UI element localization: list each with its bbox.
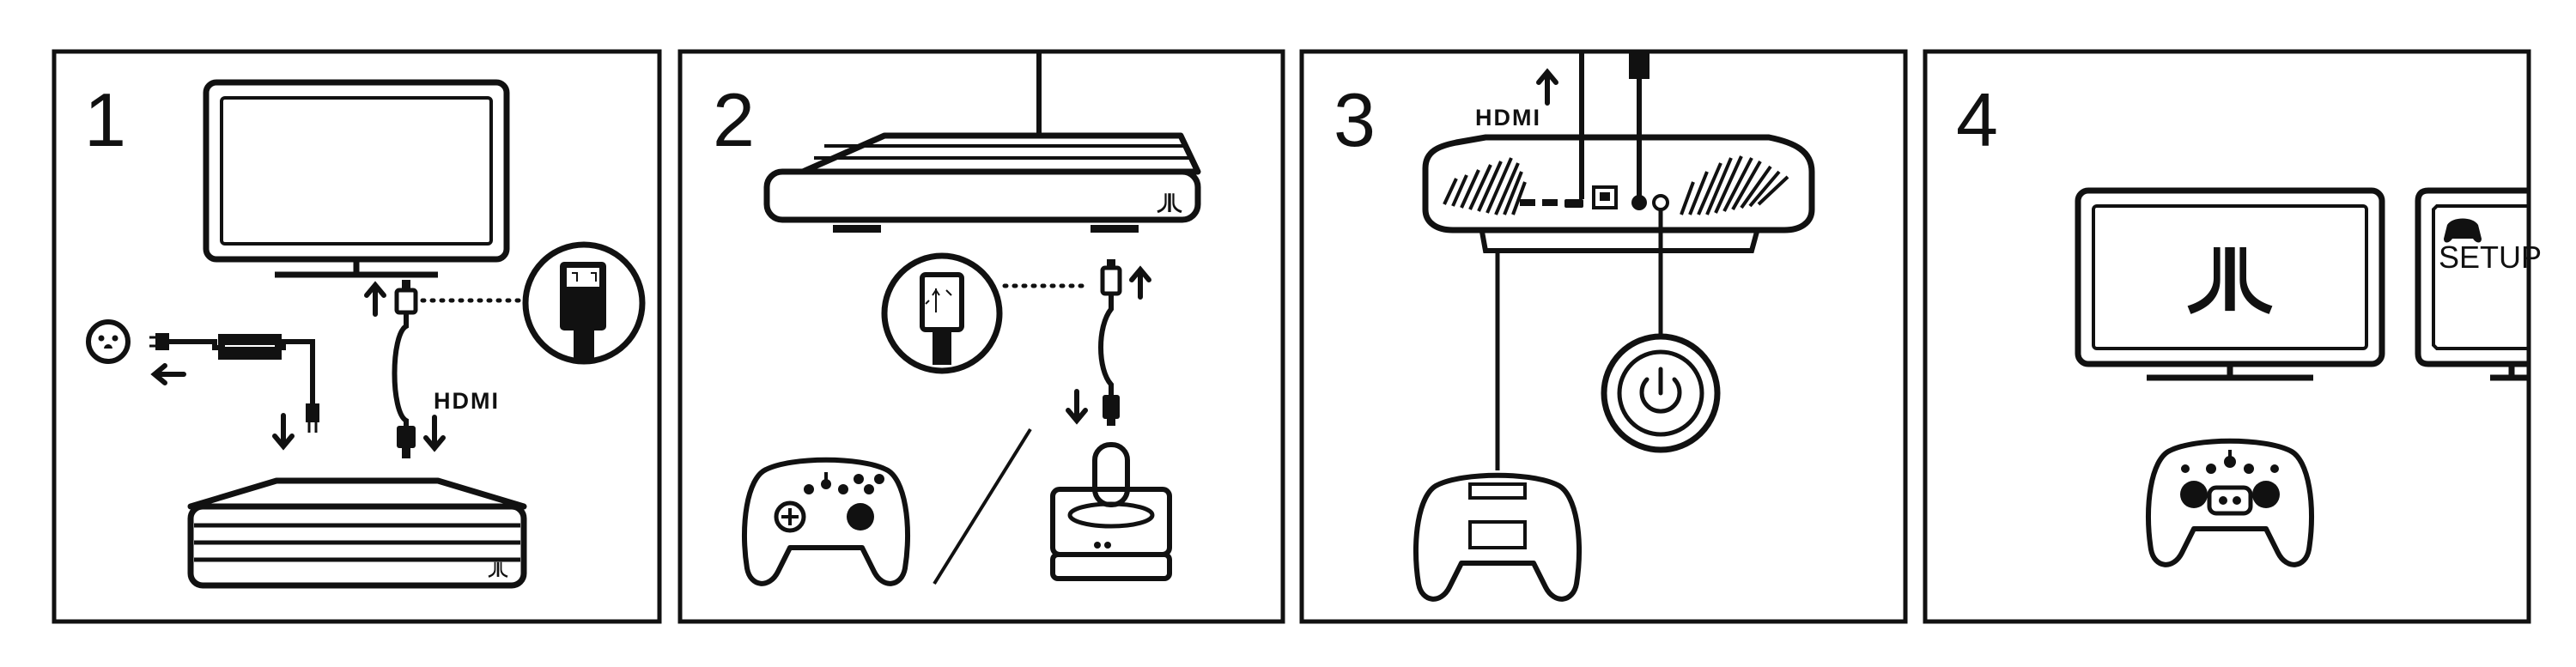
hdmi-label: HDMI (1475, 105, 1541, 130)
panel-frame (1923, 49, 2531, 624)
panel-number: 4 (1956, 77, 1998, 162)
tv-icon (2075, 187, 2385, 381)
hdmi-plug-icon (394, 280, 418, 315)
gamepad-icon (2148, 441, 2312, 565)
divider-slash (933, 427, 1032, 585)
panel-frame (677, 49, 1285, 624)
atari-logo-icon (1157, 193, 1182, 214)
panel-frame (52, 49, 662, 624)
panel-number: 1 (84, 77, 126, 162)
usb-plug-icon (1103, 395, 1120, 426)
gamepad-icon (744, 460, 908, 584)
arrow-down-icon (1066, 389, 1088, 425)
hdmi-label: HDMI (434, 388, 500, 414)
panel-frame (1299, 49, 1908, 624)
tv-icon (2415, 187, 2529, 381)
arrow-down-icon (423, 415, 446, 452)
power-button-icon (1601, 333, 1721, 453)
controller-small-icon (2444, 218, 2482, 243)
setup-label: SETUP (2439, 240, 2542, 275)
console-icon (187, 477, 527, 589)
atari-logo-icon (488, 561, 508, 578)
usb-cable (1098, 294, 1114, 395)
usb-plug-icon (1100, 259, 1122, 296)
hdmi-plug-icon (397, 426, 416, 458)
arrow-up-icon (364, 281, 386, 317)
arrow-down-icon (272, 413, 295, 451)
hdmi-connector-icon (522, 241, 646, 365)
power-plug-icon (306, 403, 319, 433)
ethernet-port-icon (1592, 185, 1618, 209)
arrow-up-icon (1536, 68, 1558, 106)
power-cable (169, 339, 315, 403)
gamepad-icon (1416, 476, 1579, 599)
panel-number: 3 (1334, 77, 1376, 162)
tv-icon (203, 79, 510, 278)
console-icon (763, 132, 1201, 233)
panel-2: 2 (677, 49, 1285, 624)
arrow-up-icon (1129, 265, 1151, 300)
usb-connector-icon (881, 252, 1003, 374)
button-port (1652, 194, 1669, 211)
power-plug-icon (1629, 52, 1649, 79)
hdmi-cable (392, 312, 409, 427)
power-port (1631, 195, 1647, 210)
atari-logo-icon (2187, 247, 2273, 314)
joystick-icon (1050, 442, 1172, 581)
panel-3: 3 HDMI (1299, 49, 1908, 624)
wall-outlet-icon (86, 319, 131, 364)
panel-4: 4 SETUP (1923, 49, 2542, 624)
console-back-icon (1422, 134, 1815, 253)
panel-1: 1 (52, 49, 662, 624)
panel-number: 2 (713, 77, 755, 162)
power-plug-icon (149, 333, 169, 350)
arrow-left-icon (150, 363, 186, 385)
